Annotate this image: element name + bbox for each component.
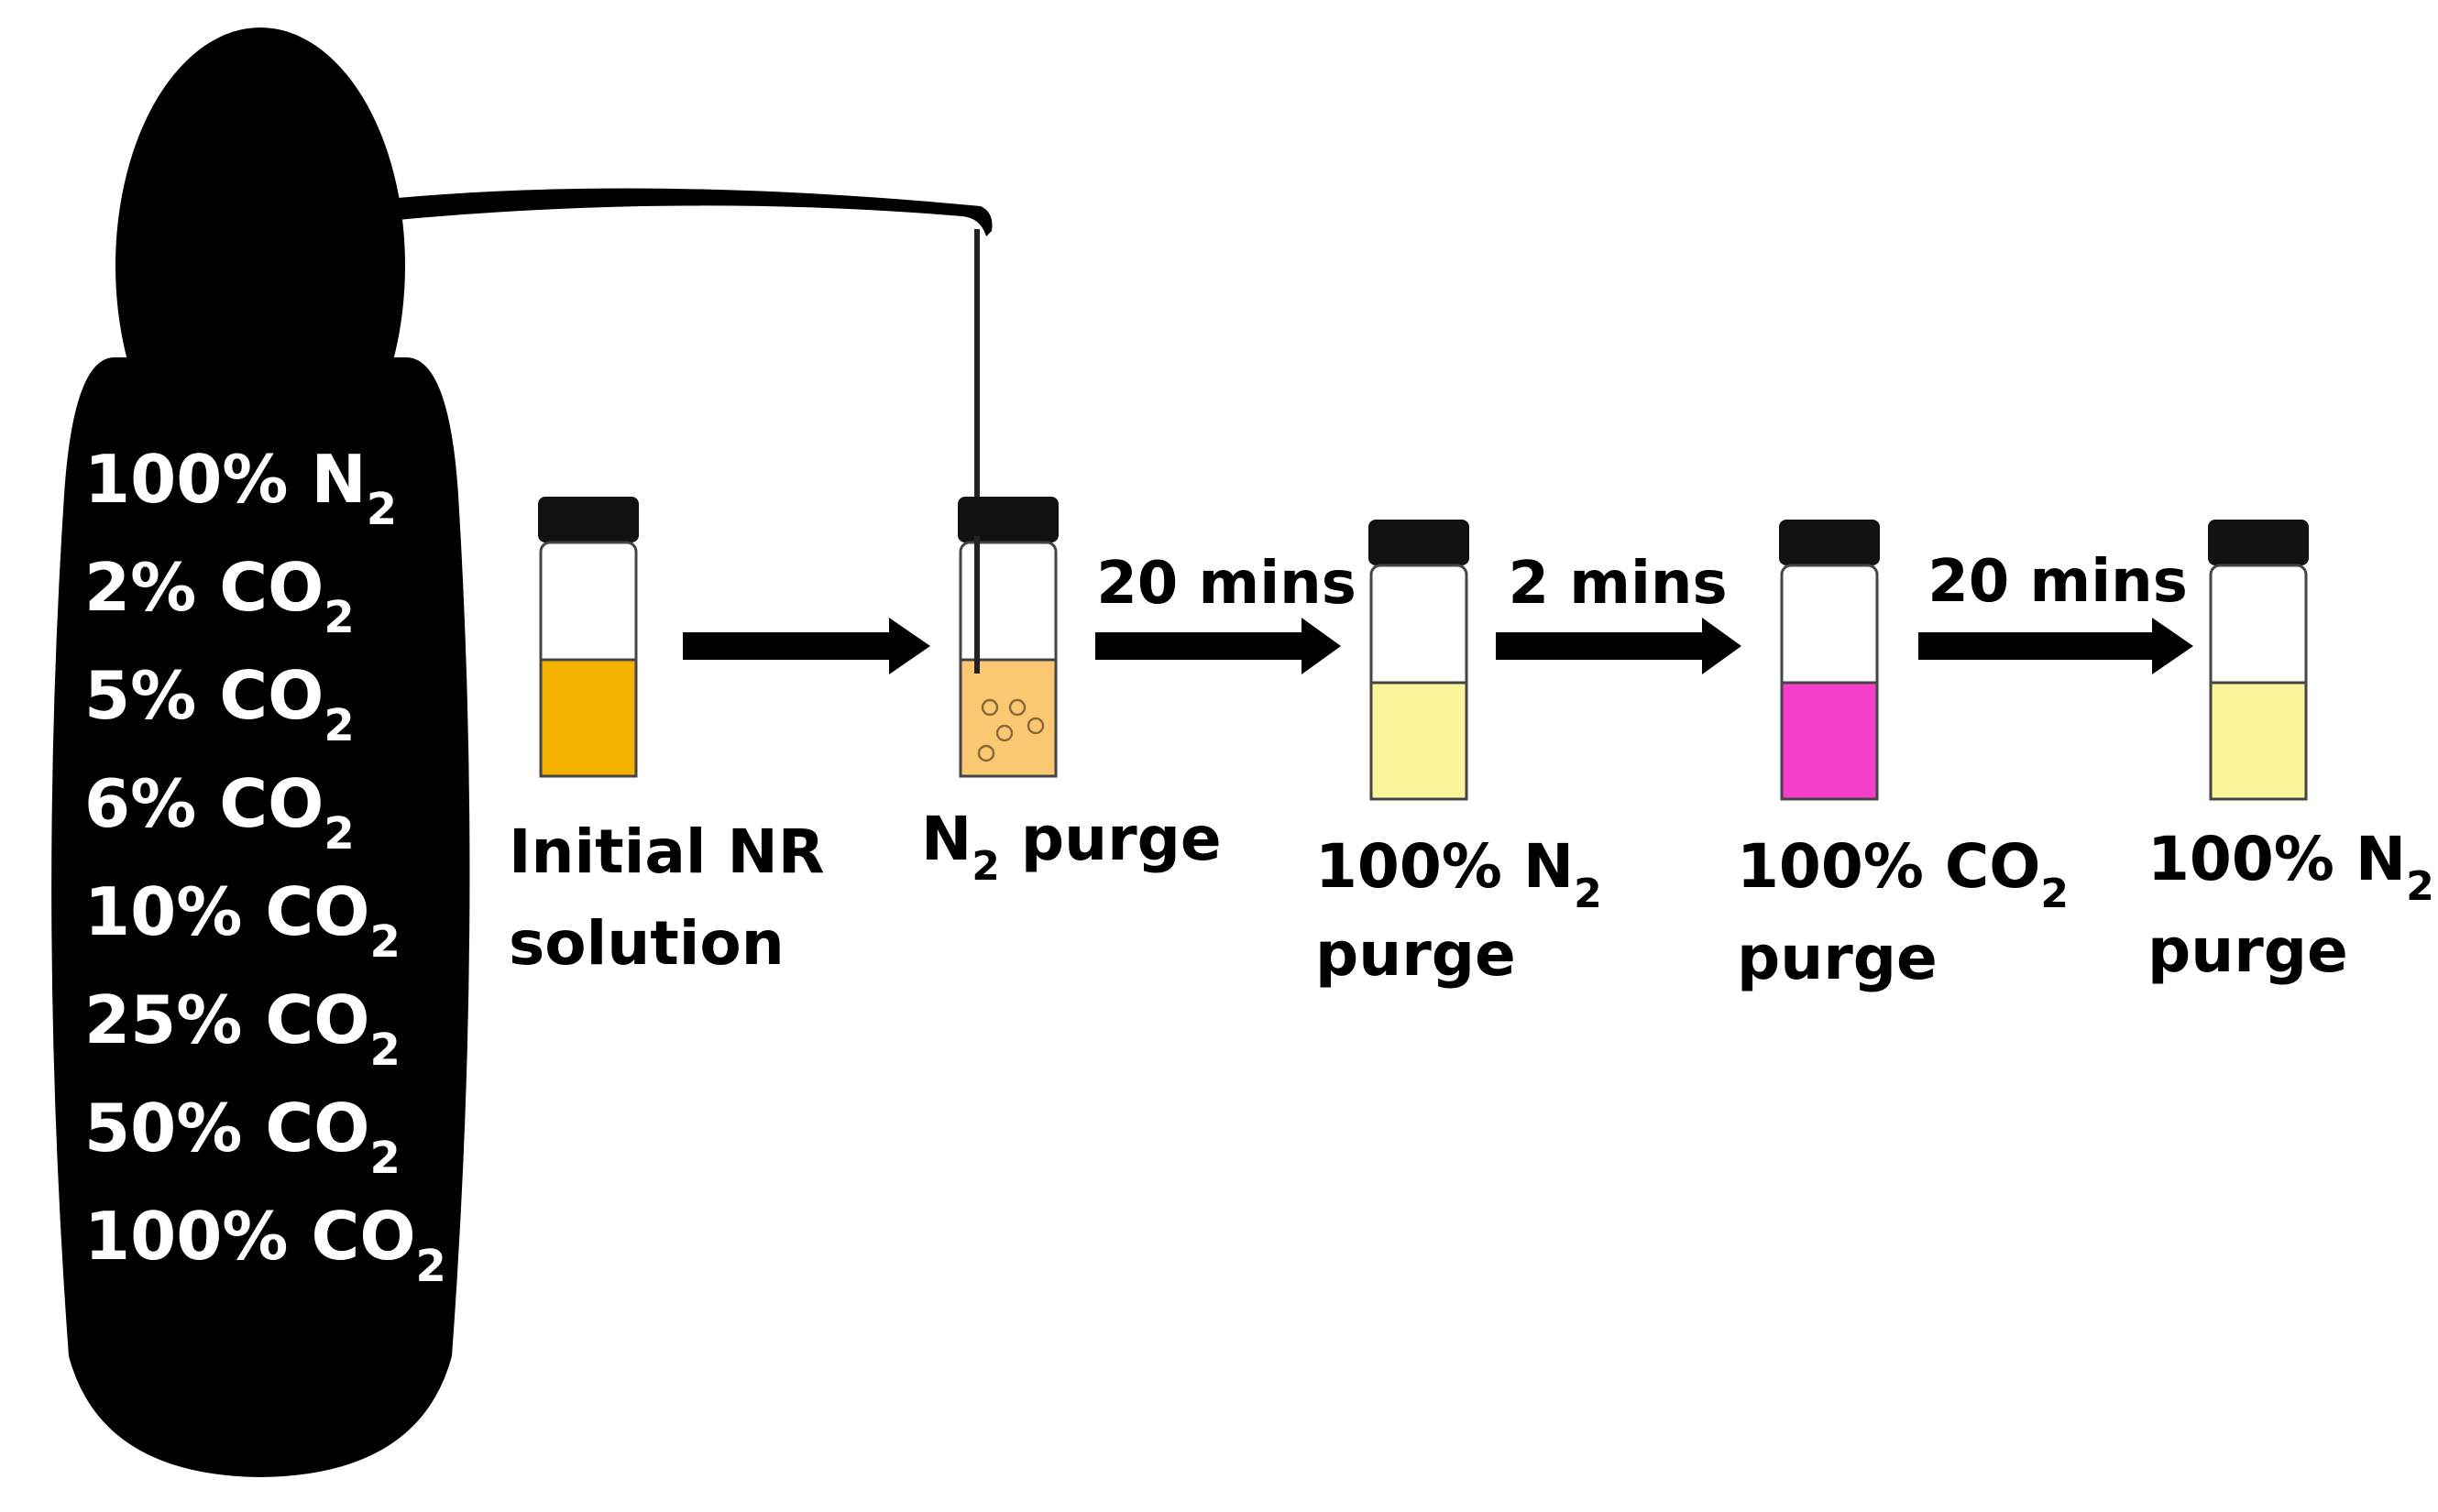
gas-tube <box>378 188 993 674</box>
gas-label: 50% CO2 <box>84 1090 401 1184</box>
vial-label-line2: solution <box>509 908 785 979</box>
vial-label-line1: Initial NR <box>509 816 825 887</box>
vial-liquid <box>1780 681 1879 801</box>
vial-label-line2: purge <box>1315 919 1516 990</box>
gas-label: 25% CO2 <box>84 981 401 1076</box>
gas-label: 10% CO2 <box>84 873 401 968</box>
vial-cap <box>958 497 1059 542</box>
vial-label-4: 100% CO2 purge <box>1737 831 2069 993</box>
cylinder-body <box>51 357 470 1477</box>
vial-label-line2: purge <box>2147 915 2348 986</box>
vial-label-5: 100% N2 purge <box>2147 824 2434 986</box>
vial-label-2: N2 purge <box>921 804 1222 890</box>
arrow-4: 20 mins <box>1918 548 2193 674</box>
arrow-label: 20 mins <box>1927 548 2188 616</box>
arrow-3: 2 mins <box>1496 550 1741 674</box>
tube-hose <box>378 188 993 236</box>
vial-100-n2 <box>1368 520 1469 801</box>
arrow-label: 20 mins <box>1096 550 1356 618</box>
vial-100-co2 <box>1779 520 1880 801</box>
gas-label: 100% CO2 <box>84 1198 446 1292</box>
gas-list: 100% N2 2% CO2 5% CO2 6% CO2 10% CO2 25%… <box>84 441 446 1292</box>
gas-cylinder <box>51 27 470 1477</box>
vial-liquid <box>539 658 638 778</box>
gas-label: 6% CO2 <box>84 765 355 860</box>
vial-label-line2: purge <box>1737 923 1938 993</box>
vial-label-line1: 100% CO2 <box>1737 831 2069 917</box>
gas-label: 2% CO2 <box>84 549 355 643</box>
arrow-2: 20 mins <box>1095 550 1356 674</box>
vial-liquid <box>959 658 1058 778</box>
vial-needle <box>974 536 980 674</box>
vial-cap <box>1779 520 1880 565</box>
vial-100-n2-final <box>2208 520 2309 801</box>
vial-label-1: Initial NR solution <box>509 816 825 979</box>
gas-label: 5% CO2 <box>84 657 355 751</box>
vial-label-3: 100% N2 purge <box>1315 831 1602 990</box>
tube-needle <box>974 229 980 674</box>
vial-label-line1: 100% N2 <box>1315 831 1602 917</box>
vial-label-line1: N2 purge <box>921 804 1222 890</box>
vial-cap <box>1368 520 1469 565</box>
vial-cap <box>2208 520 2309 565</box>
vial-cap <box>538 497 639 542</box>
vial-initial <box>538 497 639 778</box>
vial-liquid <box>1369 681 1468 801</box>
vial-n2-bubbling <box>958 497 1059 778</box>
gas-label: 100% N2 <box>84 441 397 535</box>
arrow-1 <box>683 618 930 674</box>
gas-bubbles <box>977 698 1045 762</box>
vial-label-line1: 100% N2 <box>2147 824 2434 910</box>
vial-liquid <box>2209 681 2308 801</box>
arrow-label: 2 mins <box>1508 550 1727 618</box>
